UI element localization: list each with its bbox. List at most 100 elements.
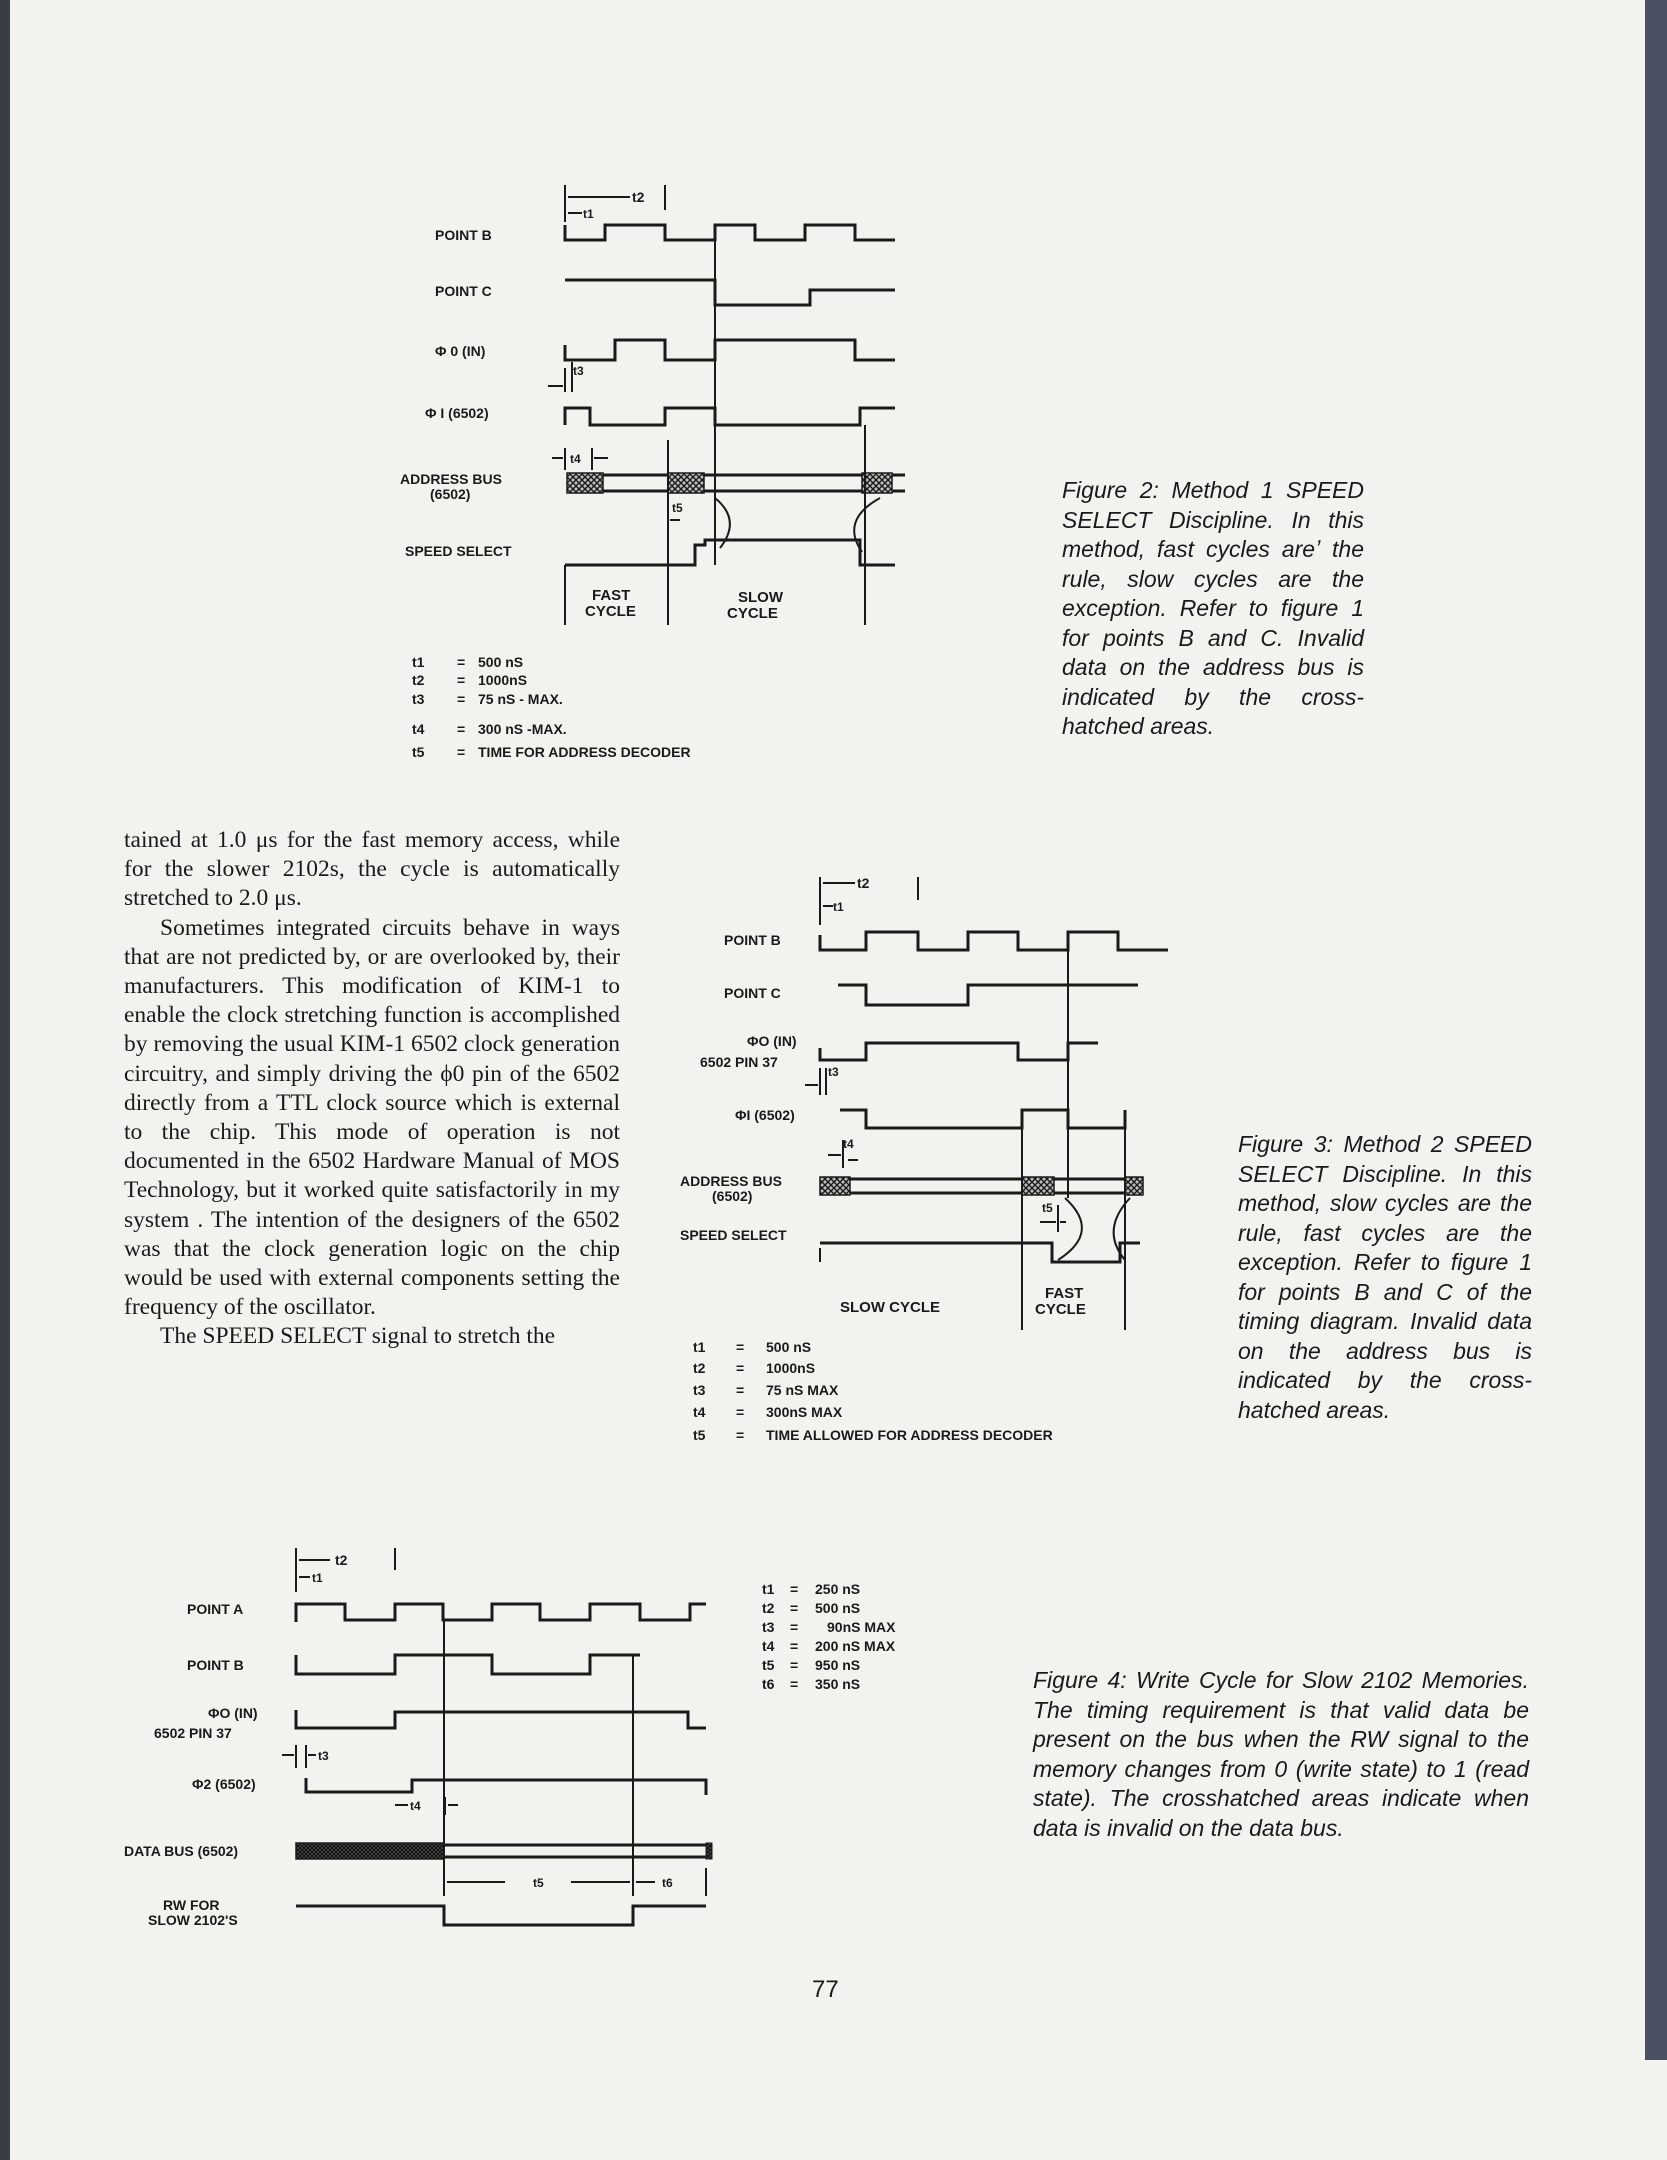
fig3-label-phi1: ΦI (6502) <box>735 1107 795 1123</box>
fig4-legend-key: t2 <box>762 1600 775 1616</box>
fig4-legend-value: 350 nS <box>815 1676 860 1692</box>
fig4-label-data-bus: DATA BUS (6502) <box>124 1843 238 1859</box>
fig3-fast-label: FAST <box>1045 1285 1083 1302</box>
fig3-label-address-bus: ADDRESS BUS <box>680 1173 782 1189</box>
fig3-t3-marker: t3 <box>805 1065 839 1095</box>
fig2-curve-arrow-1 <box>714 497 731 549</box>
fig2-wave-speed-select <box>565 538 895 567</box>
fig4-t2-marker: t2 t1 <box>295 1548 396 1592</box>
fig2-legend-eq: = <box>457 721 465 737</box>
fig4-legend-key: t1 <box>762 1581 775 1597</box>
fig3-legend-key: t5 <box>693 1427 706 1443</box>
fig4-t3-marker: t3 <box>282 1745 329 1768</box>
fig4-t2-label: t2 <box>335 1552 348 1568</box>
fig3-legend-key: t4 <box>693 1404 706 1420</box>
figure3-caption: Figure 3: Method 2 SPEED SELECT Discipli… <box>1238 1131 1532 1423</box>
fig3-legend-eq: = <box>736 1404 744 1420</box>
fig2-t1-label: t1 <box>583 207 594 221</box>
fig4-t6-label: t6 <box>662 1876 673 1890</box>
fig4-legend-key: t3 <box>762 1619 775 1635</box>
fig4-t3-label: t3 <box>318 1749 329 1763</box>
fig4-t1-label: t1 <box>312 1571 323 1585</box>
fig4-data-bus-wave <box>295 1842 713 1860</box>
figure4-timing-diagram: t2 t1 POINT A POINT B ΦO (IN) 6502 PIN 3… <box>124 1548 896 1928</box>
fig2-slow-label: SLOW <box>738 589 784 606</box>
fig4-legend-eq: = <box>790 1600 798 1616</box>
fig4-wave-point-a <box>294 1602 706 1622</box>
fig2-label-point-b: POINT B <box>435 227 492 243</box>
fig2-label-phi1: Φ I (6502) <box>425 405 489 421</box>
fig2-label-speed-select: SPEED SELECT <box>405 543 512 559</box>
fig4-legend-key: t4 <box>762 1638 775 1654</box>
fig3-legend-value: 300nS MAX <box>766 1404 843 1420</box>
fig2-label-point-c: POINT C <box>435 283 492 299</box>
fig2-legend-key: t5 <box>412 744 425 760</box>
fig3-wave-speed-select <box>820 1241 1140 1264</box>
fig2-legend-value: 75 nS - MAX. <box>478 691 563 707</box>
fig2-legend-value: TIME FOR ADDRESS DECODER <box>478 744 691 760</box>
fig2-t5-label: t5 <box>672 501 683 515</box>
figure4-caption: Figure 4: Write Cycle for Slow 2102 Memo… <box>1033 1667 1529 1841</box>
fig4-legend-eq: = <box>790 1638 798 1654</box>
fig3-t5-marker: t5 <box>1040 1201 1066 1232</box>
fig3-label-pin37: 6502 PIN 37 <box>700 1054 778 1070</box>
fig2-legend-key: t1 <box>412 654 425 670</box>
body-text: tained at 1.0 μs for the fast memory acc… <box>124 826 620 1352</box>
fig4-legend-value: 90nS MAX <box>827 1619 896 1635</box>
fig3-label-point-b: POINT B <box>724 932 781 948</box>
fig3-legend-value: 1000nS <box>766 1360 815 1376</box>
fig4-label-phi0: ΦO (IN) <box>208 1705 258 1721</box>
fig4-label-phi2: Φ2 (6502) <box>192 1776 256 1792</box>
fig2-t3-label: t3 <box>573 364 584 378</box>
fig2-legend-key: t2 <box>412 672 425 688</box>
fig4-wave-phi2 <box>304 1778 708 1795</box>
fig2-legend-eq: = <box>457 691 465 707</box>
fig2-t4-label: t4 <box>570 452 581 466</box>
fig4-t4-marker: t4 <box>395 1797 458 1815</box>
fig3-t3-label: t3 <box>828 1065 839 1079</box>
fig4-legend-eq: = <box>790 1581 798 1597</box>
fig2-t5-marker: t5 <box>670 501 683 521</box>
fig2-wave-phi0 <box>563 338 895 362</box>
fig4-label-point-b: POINT B <box>187 1657 244 1673</box>
fig3-label-phi0: ΦO (IN) <box>747 1033 797 1049</box>
figure3-timing-diagram: t2 t1 POINT B POINT C ΦO (IN) 6502 PIN 3… <box>680 875 1168 1443</box>
page-number: 77 <box>812 1976 839 2003</box>
fig4-label-rw-for: RW FOR <box>163 1897 220 1913</box>
body-paragraph-2: Sometimes integrated circuits behave in … <box>124 914 620 1321</box>
page-edge-left <box>0 0 10 2160</box>
figure2-caption: Figure 2: Method 1 SPEED SELECT Discipli… <box>1062 477 1364 739</box>
fig4-legend-value: 200 nS MAX <box>815 1638 896 1654</box>
fig2-legend-eq: = <box>457 672 465 688</box>
fig4-label-slow-2102s: SLOW 2102'S <box>148 1912 238 1928</box>
fig2-wave-point-c <box>565 278 895 307</box>
fig3-legend-eq: = <box>736 1360 744 1376</box>
fig2-wave-phi1 <box>563 406 895 427</box>
fig2-t2-label: t2 <box>632 189 645 205</box>
fig3-t4-marker: t4 <box>828 1137 858 1168</box>
fig3-legend-value: 500 nS <box>766 1339 811 1355</box>
fig3-legend-key: t1 <box>693 1339 706 1355</box>
fig2-label-phi0: Φ 0 (IN) <box>435 343 485 359</box>
fig3-wave-point-b <box>818 930 1168 952</box>
fig3-slow-cycle-label: SLOW CYCLE <box>840 1299 940 1316</box>
fig4-legend-value: 950 nS <box>815 1657 860 1673</box>
fig4-wave-point-b <box>294 1653 640 1676</box>
fig2-t2-marker: t2 t1 <box>564 185 666 222</box>
fig3-t4-label: t4 <box>843 1137 854 1151</box>
fig3-legend-key: t2 <box>693 1360 706 1376</box>
fig4-legend-key: t5 <box>762 1657 775 1673</box>
fig3-label-speed-select: SPEED SELECT <box>680 1227 787 1243</box>
fig3-wave-point-c <box>838 983 1138 1007</box>
fig4-t5-label: t5 <box>533 1876 544 1890</box>
fig4-t5-t6-marker: t5 t6 <box>443 1868 707 1896</box>
body-paragraph-3: The SPEED SELECT signal to stretch the <box>160 1323 556 1350</box>
fig3-t2-marker: t2 t1 <box>819 875 919 925</box>
fig4-legend-eq: = <box>790 1676 798 1692</box>
fig3-t1-label: t1 <box>833 900 844 914</box>
fig2-legend-eq: = <box>457 744 465 760</box>
fig3-legend-eq: = <box>736 1339 744 1355</box>
fig2-legend-value: 500 nS <box>478 654 523 670</box>
fig2-legend-eq: = <box>457 654 465 670</box>
fig3-legend-eq: = <box>736 1427 744 1443</box>
